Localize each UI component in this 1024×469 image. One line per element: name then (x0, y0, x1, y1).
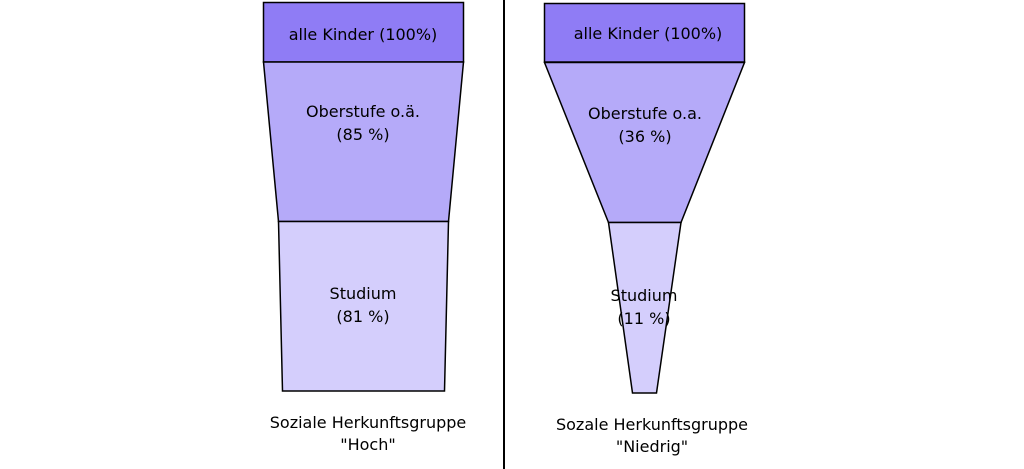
right-studium-label: Studium (11 %) (544, 284, 744, 330)
left-stage-studium (277, 220, 450, 392)
right-stage-studium (607, 221, 682, 394)
right-caption: Sozale Herkunftsgruppe "Niedrig" (502, 414, 802, 458)
left-stage-all-children (262, 1, 465, 63)
left-studium-label: Studium (81 %) (263, 282, 463, 328)
right-stage-all-children (543, 2, 746, 63)
left-caption-line1: Soziale Herkunftsgruppe (269, 413, 467, 432)
left-oberstufe-name: Oberstufe o.ä. (306, 102, 420, 121)
right-oberstufe-label: Oberstufe o.a. (36 %) (545, 102, 745, 148)
right-oberstufe-percent: (36 %) (618, 127, 672, 146)
left-all-children-label: alle Kinder (100%) (263, 23, 463, 46)
left-caption-line2: "Hoch" (340, 435, 396, 454)
right-funnel (543, 2, 746, 394)
right-caption-line2: "Niedrig" (615, 437, 689, 456)
right-all-children-label: alle Kinder (100%) (548, 22, 748, 45)
right-all-children-text: alle Kinder (100%) (573, 24, 723, 43)
left-all-children-text: alle Kinder (100%) (288, 25, 438, 44)
right-studium-percent: (11 %) (617, 309, 671, 328)
left-studium-percent: (81 %) (336, 307, 390, 326)
left-oberstufe-label: Oberstufe o.ä. (85 %) (263, 100, 463, 146)
left-oberstufe-percent: (85 %) (336, 125, 390, 144)
left-funnel (262, 1, 465, 392)
right-oberstufe-name: Oberstufe o.a. (588, 104, 702, 123)
left-caption: Soziale Herkunftsgruppe "Hoch" (218, 412, 518, 456)
left-studium-name: Studium (329, 284, 397, 303)
right-studium-name: Studium (610, 286, 678, 305)
right-caption-line1: Sozale Herkunftsgruppe (555, 415, 749, 434)
